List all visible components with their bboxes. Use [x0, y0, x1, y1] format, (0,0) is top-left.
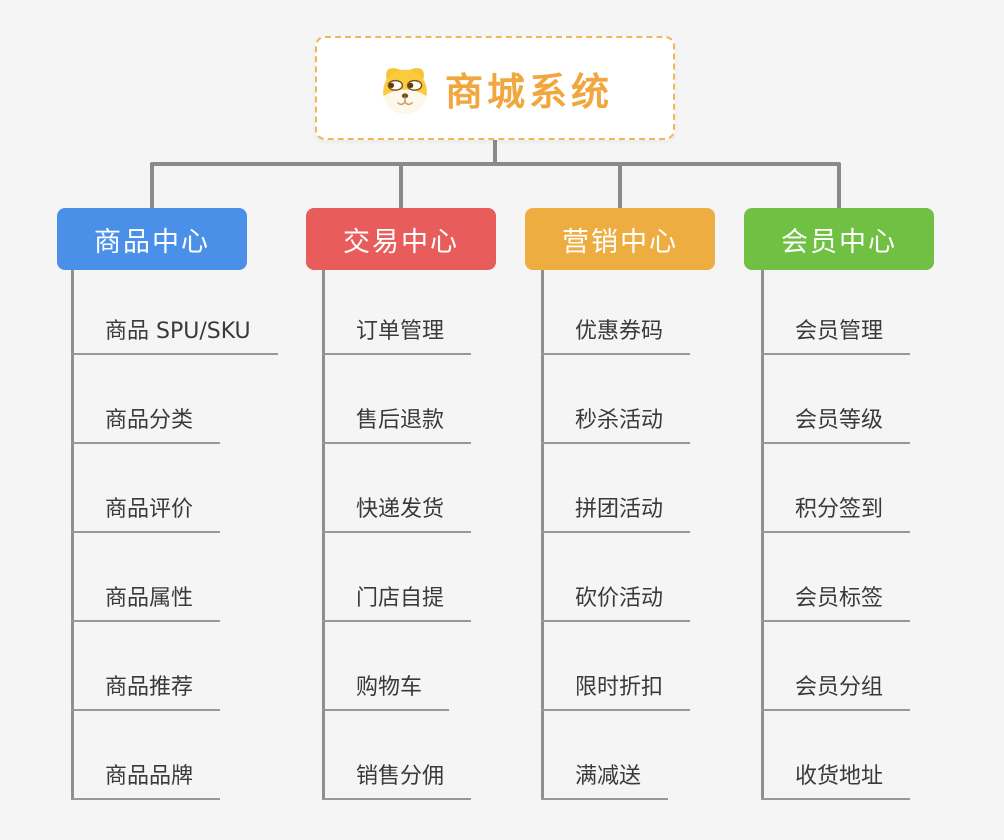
leaf-node[interactable]: 商品推荐 — [71, 674, 221, 711]
leaf-node[interactable]: 会员管理 — [761, 318, 911, 355]
branch-rail — [71, 269, 74, 800]
leaf-node[interactable]: 积分签到 — [761, 496, 911, 533]
leaf-node[interactable]: 砍价活动 — [541, 585, 691, 622]
connector-branch-stub — [837, 164, 841, 208]
branch-node-label: 交易中心 — [343, 226, 459, 258]
branch-node-label: 商品中心 — [94, 226, 210, 258]
branch-node-marketing-center[interactable]: 营销中心 — [525, 208, 715, 270]
root-node[interactable]: 商城系统 — [315, 36, 675, 140]
leaf-node[interactable]: 限时折扣 — [541, 674, 691, 711]
root-node-label: 商城系统 — [444, 69, 613, 114]
branch-node-member-center[interactable]: 会员中心 — [744, 208, 934, 270]
dog-face-icon — [383, 68, 427, 115]
leaf-node[interactable]: 快递发货 — [322, 496, 472, 533]
branch-node-trade-center[interactable]: 交易中心 — [306, 208, 496, 270]
leaf-node[interactable]: 订单管理 — [322, 318, 472, 355]
leaf-node[interactable]: 商品品牌 — [71, 763, 221, 800]
leaf-node[interactable]: 拼团活动 — [541, 496, 691, 533]
branch-node-label: 会员中心 — [781, 226, 897, 258]
leaf-node[interactable]: 购物车 — [322, 674, 450, 711]
connector-branch-stub — [618, 164, 622, 208]
leaf-node[interactable]: 会员标签 — [761, 585, 911, 622]
connector-branch-stub — [150, 164, 154, 208]
connector-root-stub — [493, 138, 497, 165]
branch-rail — [541, 269, 544, 800]
branch-rail — [322, 269, 325, 800]
connector-branch-stub — [399, 164, 403, 208]
leaf-node[interactable]: 售后退款 — [322, 407, 472, 444]
branch-node-product-center[interactable]: 商品中心 — [57, 208, 247, 270]
leaf-node[interactable]: 秒杀活动 — [541, 407, 691, 444]
leaf-node[interactable]: 商品 SPU/SKU — [71, 318, 278, 355]
leaf-node[interactable]: 会员分组 — [761, 674, 911, 711]
leaf-node[interactable]: 销售分佣 — [322, 763, 472, 800]
leaf-node[interactable]: 会员等级 — [761, 407, 911, 444]
leaf-node[interactable]: 收货地址 — [761, 763, 911, 800]
leaf-node[interactable]: 满减送 — [541, 763, 669, 800]
leaf-node[interactable]: 商品属性 — [71, 585, 221, 622]
leaf-node[interactable]: 门店自提 — [322, 585, 472, 622]
branch-rail — [761, 269, 764, 800]
leaf-node[interactable]: 商品分类 — [71, 407, 221, 444]
connector-horizontal — [150, 162, 841, 166]
leaf-node[interactable]: 商品评价 — [71, 496, 221, 533]
leaf-node[interactable]: 优惠券码 — [541, 318, 691, 355]
branch-node-label: 营销中心 — [562, 226, 678, 258]
